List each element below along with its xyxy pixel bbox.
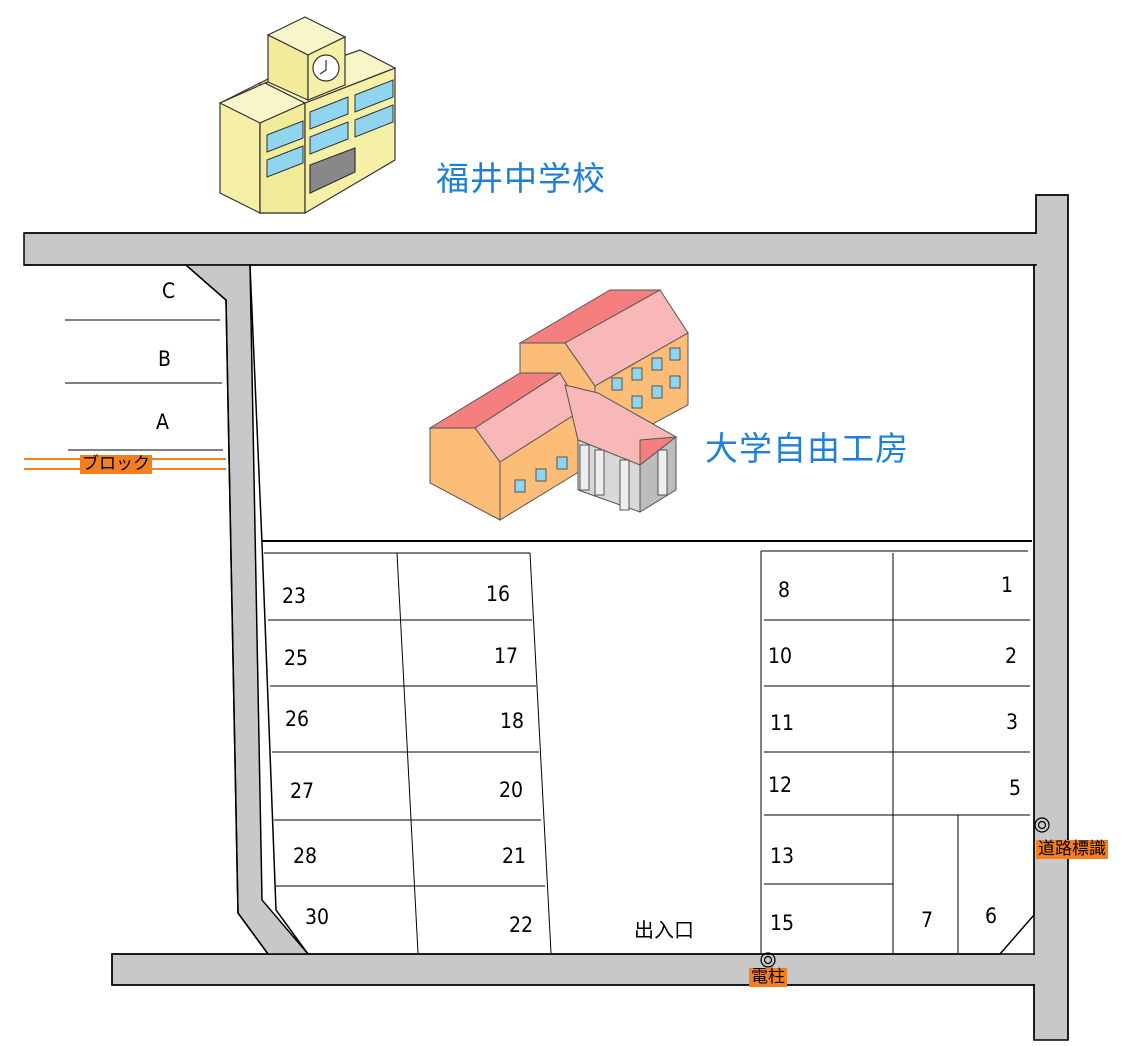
slot-21: 21 (502, 844, 527, 868)
slot-10: 10 (768, 644, 793, 668)
slot-25: 25 (284, 646, 309, 670)
slot-11: 11 (770, 711, 795, 735)
lot-c-label: C (162, 279, 176, 303)
studio-name: 大学自由工房 (705, 429, 909, 468)
slot-15: 15 (770, 911, 795, 935)
slot-22: 22 (509, 913, 534, 937)
slot-20: 20 (499, 778, 524, 802)
school-name: 福井中学校 (436, 159, 606, 198)
utility-pole-tag: 電柱 (749, 967, 787, 987)
block-tag: ブロック (80, 454, 152, 474)
lot-b-label: B (158, 347, 171, 371)
slot-13: 13 (770, 844, 795, 868)
slot-7: 7 (921, 908, 934, 932)
slot-27: 27 (290, 779, 315, 803)
slot-28: 28 (293, 844, 318, 868)
slot-12: 12 (768, 773, 793, 797)
left-parking-grid (264, 552, 552, 954)
lot-a-label: A (156, 410, 169, 434)
slot-18: 18 (500, 709, 525, 733)
entrance-label: 出入口 (634, 918, 694, 942)
pole-symbol (760, 952, 776, 968)
slot-23: 23 (282, 584, 307, 608)
slot-17: 17 (494, 644, 519, 668)
slot-26: 26 (285, 707, 310, 731)
school-building-icon (218, 16, 397, 215)
slot-3: 3 (1006, 710, 1019, 734)
left-area-lines (65, 319, 223, 451)
slot-8: 8 (778, 578, 791, 602)
road-sign-tag: 道路標識 (1036, 839, 1108, 859)
slot-16: 16 (486, 582, 511, 606)
studio-building-icon (428, 289, 689, 521)
slot-6: 6 (985, 904, 998, 928)
slot-5: 5 (1009, 776, 1022, 800)
road-edges (24, 194, 1069, 1040)
sign-symbol (1034, 817, 1050, 833)
slot-2: 2 (1005, 644, 1018, 668)
roads (23, 194, 1069, 1041)
right-parking-grid (760, 550, 1030, 953)
road-fills (25, 196, 1067, 1039)
slot-1: 1 (1001, 573, 1014, 597)
slot-30: 30 (305, 905, 330, 929)
road-top (24, 195, 1068, 1040)
